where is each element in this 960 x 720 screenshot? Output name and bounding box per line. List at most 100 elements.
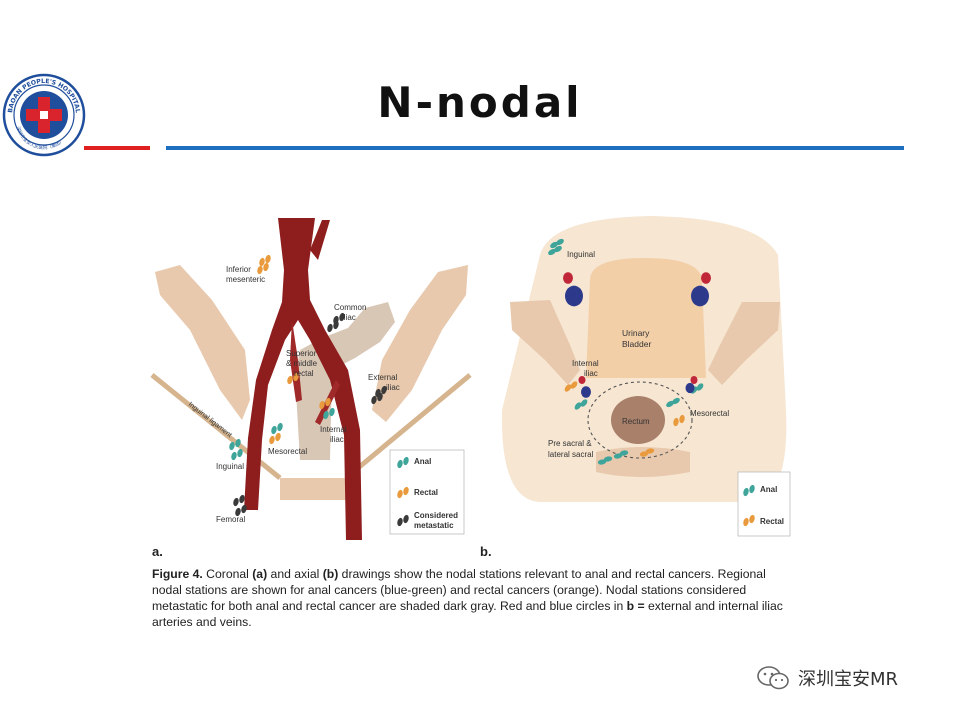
caption-a: (a) bbox=[252, 567, 268, 581]
label-urinary-2: Bladder bbox=[622, 339, 651, 349]
superior-rectal-node-1 bbox=[287, 375, 293, 385]
hospital-seal-icon: BAOAN PEOPLE'S HOSPITAL (GROUP) 深圳市宝安人民医… bbox=[0, 68, 86, 157]
label-mesorectal-b: Mesorectal bbox=[690, 409, 729, 418]
label-urinary-1: Urinary bbox=[622, 328, 650, 338]
mesorectal-b-anal-node-2 bbox=[696, 383, 704, 391]
label-external-iliac-2: iliac bbox=[386, 383, 400, 392]
nodal-stations-diagram: Inguinal ligament Inferior mesenteric Co… bbox=[150, 216, 791, 540]
common-iliac-node-1 bbox=[327, 323, 333, 333]
aorta-iliac-arteries bbox=[244, 218, 362, 540]
label-rectum: Rectum bbox=[622, 417, 650, 426]
urinary-bladder bbox=[586, 258, 706, 378]
legend-b-rectal-node-2 bbox=[749, 514, 755, 524]
left-external-iliac-artery bbox=[563, 272, 573, 284]
mesorectal-fascia bbox=[587, 381, 693, 459]
left-external-iliac-vein bbox=[565, 285, 583, 307]
inguinal-a-lower-node-1 bbox=[231, 451, 237, 461]
figure-4: Inguinal ligament Inferior mesenteric Co… bbox=[150, 210, 810, 640]
hospital-logo: BAOAN PEOPLE'S HOSPITAL (GROUP) 深圳市宝安人民医… bbox=[0, 68, 86, 157]
legend-b-rectal-node-1 bbox=[743, 517, 749, 527]
mesorectal-anal-node-1 bbox=[271, 425, 277, 435]
legend-b-anal: Anal bbox=[760, 485, 777, 494]
right-internal-iliac-artery bbox=[690, 375, 698, 385]
panel-a-coronal: Inguinal ligament Inferior mesenteric Co… bbox=[150, 218, 472, 540]
presacral-anal-node-1 bbox=[613, 453, 623, 459]
legend-a-metastatic-node-1 bbox=[397, 517, 403, 527]
right-inguinal-ligament bbox=[344, 373, 472, 480]
common-iliac-upper-node-1 bbox=[333, 315, 339, 325]
label-common-iliac-2: iliac bbox=[342, 313, 356, 322]
mesorectal-rectal-node-2 bbox=[275, 432, 281, 442]
label-superior-rectal-3: rectal bbox=[294, 369, 314, 378]
legend-a-rectal-node-1 bbox=[397, 489, 403, 499]
right-iliac-bone bbox=[372, 265, 468, 422]
presacral-rectal-node-2 bbox=[645, 448, 655, 454]
inferior-mesenteric-artery bbox=[310, 220, 330, 260]
title-rule-blue bbox=[166, 146, 904, 150]
mesorectal-anal-node-2 bbox=[277, 422, 283, 432]
presacral-anal-node-2 bbox=[619, 450, 629, 456]
label-external-iliac-1: External bbox=[368, 373, 398, 382]
mesorectal-b-rectal-node-1 bbox=[673, 417, 679, 427]
rectum bbox=[611, 396, 665, 444]
inguinal-a-node-1 bbox=[229, 441, 235, 451]
title-rule-red bbox=[84, 146, 150, 150]
caption-part2: and axial bbox=[267, 567, 323, 581]
left-iliac-axial bbox=[510, 300, 580, 385]
legend-a-metastatic-node-2 bbox=[403, 514, 409, 524]
legend-a-anal-node-1 bbox=[397, 459, 403, 469]
inferior-mesenteric-node-1 bbox=[257, 265, 263, 275]
caption-part1: Coronal bbox=[202, 567, 253, 581]
label-femoral: Femoral bbox=[216, 515, 246, 524]
right-iliac-axial bbox=[708, 302, 780, 385]
right-external-iliac-vein bbox=[691, 285, 709, 307]
legend-a-anal: Anal bbox=[414, 457, 431, 466]
slide-title: N-nodal bbox=[377, 78, 583, 127]
femoral-node-1 bbox=[233, 497, 239, 507]
inguinal-ligament-label: Inguinal ligament bbox=[187, 401, 233, 439]
internal-iliac-b-left-anal-node-2 bbox=[580, 399, 588, 407]
legend-a-rectal: Rectal bbox=[414, 488, 438, 497]
caption-fig-label: Figure 4. bbox=[152, 567, 203, 581]
label-presacral-1: Pre sacral & bbox=[548, 439, 592, 448]
sacrum bbox=[596, 447, 690, 477]
femoral-node-2 bbox=[239, 494, 245, 504]
femoral-lower-node-2 bbox=[241, 504, 247, 514]
label-internal-iliac-b-1: Internal bbox=[572, 359, 599, 368]
wechat-icon bbox=[757, 666, 789, 690]
label-presacral-2: lateral sacral bbox=[548, 450, 594, 459]
label-inguinal-a: Inguinal bbox=[216, 462, 244, 471]
femoral-lower-node-1 bbox=[235, 507, 241, 517]
legend-b bbox=[737, 471, 791, 537]
legend-a-rectal-node-2 bbox=[403, 486, 409, 496]
right-internal-iliac-vein bbox=[685, 382, 695, 394]
presacral-anal-2-node-1 bbox=[597, 459, 607, 465]
common-iliac-upper-node-2 bbox=[339, 312, 345, 322]
superior-rectal-node-2 bbox=[293, 372, 299, 382]
inguinal-b-upper-node-2 bbox=[556, 238, 564, 246]
mesorectal-b-anal-2-node-1 bbox=[666, 400, 674, 408]
inferior-mesenteric-node-2 bbox=[263, 262, 269, 272]
internal-iliac-anal-node-1 bbox=[323, 410, 329, 420]
inferior-mesenteric-upper-node-1 bbox=[259, 257, 265, 267]
label-inguinal-b: Inguinal bbox=[567, 250, 595, 259]
inguinal-b-node-2 bbox=[554, 245, 562, 253]
legend-a-metastatic-2: metastatic bbox=[414, 521, 454, 530]
left-internal-iliac-vein bbox=[581, 386, 591, 398]
internal-iliac-anal-node-2 bbox=[329, 407, 335, 417]
caption-part3: drawings show the nodal stations relevan… bbox=[152, 567, 766, 613]
legend-b-anal-node-1 bbox=[743, 487, 749, 497]
figure-caption: Figure 4. Coronal (a) and axial (b) draw… bbox=[152, 566, 792, 630]
label-mesorectal-a: Mesorectal bbox=[268, 447, 307, 456]
internal-iliac-b-left-node-1 bbox=[564, 384, 572, 392]
inguinal-b-upper-node-1 bbox=[550, 241, 558, 249]
legend-b-rectal: Rectal bbox=[760, 517, 784, 526]
panel-b-axial: Inguinal Urinary Bladder Internal iliac … bbox=[501, 216, 791, 537]
inguinal-a-node-2 bbox=[235, 438, 241, 448]
left-iliac-bone bbox=[155, 265, 250, 420]
legend-a-anal-node-2 bbox=[403, 456, 409, 466]
label-common-iliac-1: Common bbox=[334, 303, 366, 312]
inguinal-a-lower-node-2 bbox=[237, 448, 243, 458]
label-internal-iliac-b-2: iliac bbox=[584, 369, 598, 378]
presacral-anal-2-node-2 bbox=[603, 456, 613, 462]
